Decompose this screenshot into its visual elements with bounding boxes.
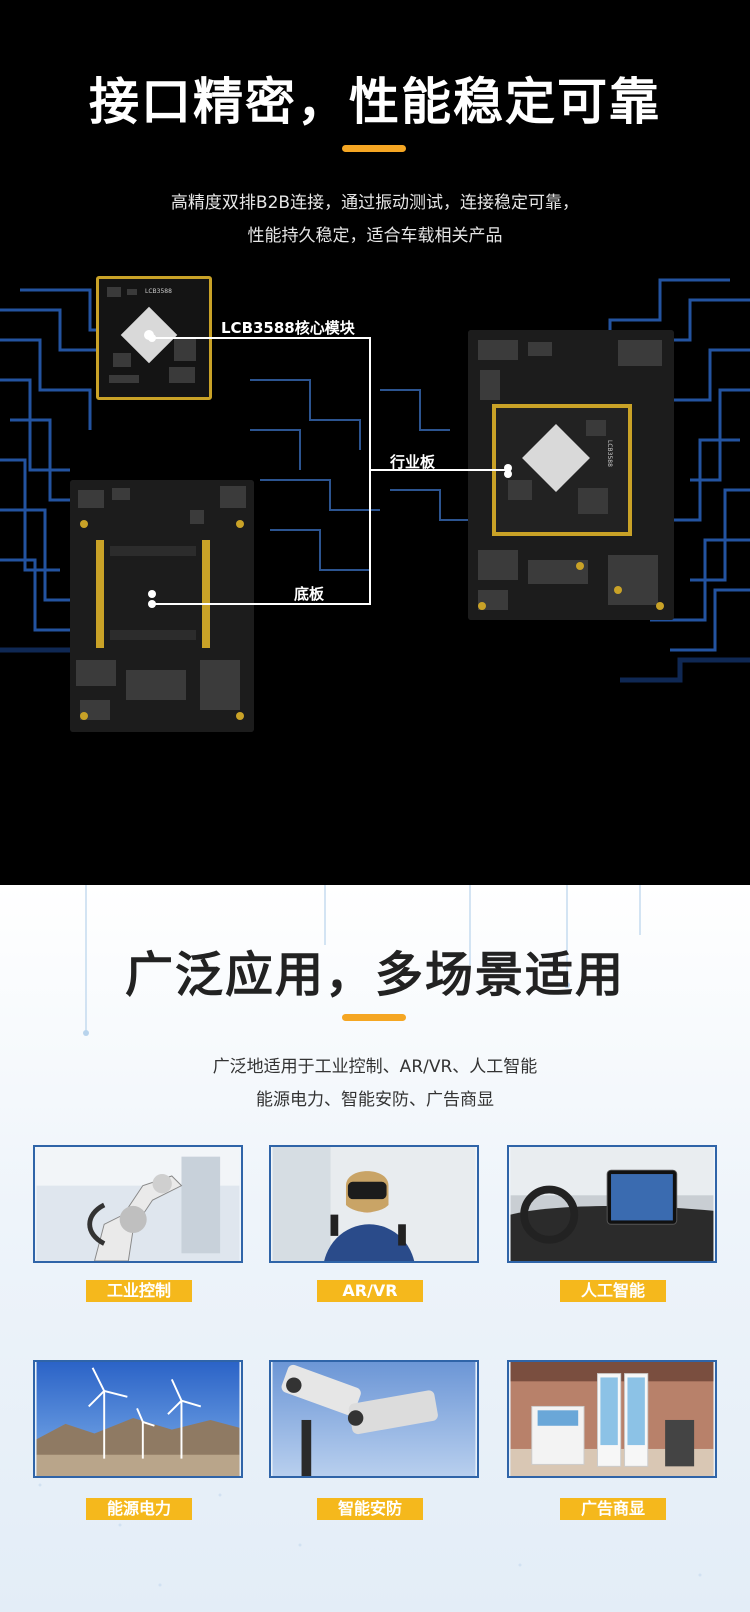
bottom-section: 广泛应用，多场景适用 广泛地适用于工业控制、AR/VR、人工智能 能源电力、智能… bbox=[0, 885, 750, 1612]
app-card-smart-security bbox=[269, 1360, 479, 1478]
label-core-module: LCB3588核心模块 bbox=[221, 319, 355, 337]
vr-headset-user-image bbox=[272, 1147, 476, 1261]
app-label-industrial-control: 工业控制 bbox=[86, 1280, 192, 1302]
car-dashboard-screen-image bbox=[510, 1147, 714, 1261]
app-card-industrial-control bbox=[33, 1145, 243, 1263]
app-label-smart-security: 智能安防 bbox=[317, 1498, 423, 1520]
app-card-energy-power bbox=[33, 1360, 243, 1478]
display-kiosks-image bbox=[510, 1362, 714, 1476]
section-title: 接口精密，性能稳定可靠 bbox=[89, 73, 661, 131]
bottom-decoration bbox=[38, 885, 702, 1587]
app-label-ar-vr: AR/VR bbox=[317, 1280, 423, 1302]
core-module-image: LCB3588 bbox=[96, 276, 212, 400]
wind-turbines-image bbox=[36, 1362, 240, 1476]
label-industry-board: 行业板 bbox=[390, 453, 436, 471]
app-card-advertising-display bbox=[507, 1360, 717, 1478]
chip-marking-small: LCB3588 bbox=[145, 288, 172, 295]
app-card-artificial-intelligence bbox=[507, 1145, 717, 1263]
title-accent-bar bbox=[342, 145, 406, 152]
applications-subtitle-line-2: 能源电力、智能安防、广告商显 bbox=[256, 1090, 494, 1110]
applications-subtitle-line-1: 广泛地适用于工业控制、AR/VR、人工智能 bbox=[212, 1057, 538, 1077]
subtitle-line-2: 性能持久稳定，适合车载相关产品 bbox=[247, 226, 503, 246]
top-section: 接口精密，性能稳定可靠 高精度双排B2B连接，通过振动测试，连接稳定可靠， 性能… bbox=[0, 73, 750, 732]
app-label-artificial-intelligence: 人工智能 bbox=[560, 1280, 666, 1302]
label-base-board: 底板 bbox=[294, 585, 325, 603]
app-card-ar-vr bbox=[269, 1145, 479, 1263]
chip-marking-big: LCB3588 bbox=[606, 440, 613, 467]
section-title-applications: 广泛应用，多场景适用 bbox=[124, 947, 625, 1003]
base-board-image bbox=[70, 480, 254, 732]
app-label-energy-power: 能源电力 bbox=[86, 1498, 192, 1520]
title-accent-bar-applications bbox=[342, 1014, 406, 1021]
industrial-robot-arm-image bbox=[36, 1147, 240, 1261]
app-label-advertising-display: 广告商显 bbox=[560, 1498, 666, 1520]
security-cameras-image bbox=[272, 1362, 476, 1476]
subtitle-line-1: 高精度双排B2B连接，通过振动测试，连接稳定可靠， bbox=[170, 193, 580, 213]
industry-board-image: LCB3588 bbox=[468, 330, 674, 620]
